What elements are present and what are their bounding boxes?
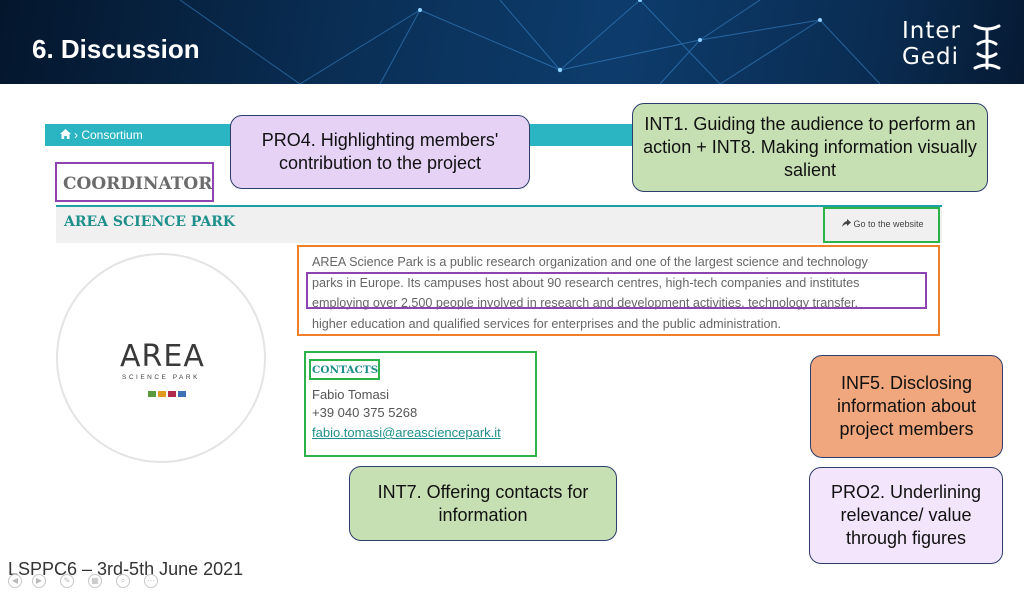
breadcrumb-separator: ›	[74, 128, 78, 142]
previous-slide-icon[interactable]: ◀	[8, 574, 22, 588]
org-divider	[56, 205, 942, 207]
area-science-park-logo: AREA SCIENCE PARK	[120, 339, 224, 397]
callout-pro4: PRO4. Highlighting members' contribution…	[230, 115, 530, 189]
presentation-controls[interactable]: ◀ ▶ ✎ ▦ ⌕ ⋯	[8, 572, 178, 592]
logo-square-green	[148, 391, 156, 397]
coordinator-highlight	[55, 162, 214, 202]
callout-int1: INT1. Guiding the audience to perform an…	[632, 103, 988, 192]
network-background	[179, 0, 881, 84]
description-line: employing over 2.500 people involved in …	[312, 296, 859, 311]
contacts-highlight	[304, 351, 537, 457]
breadcrumb[interactable]: › Consortium	[60, 128, 143, 142]
pen-icon[interactable]: ✎	[60, 574, 74, 588]
intergedi-glyph-icon	[973, 24, 1001, 70]
website-button-highlight	[823, 207, 940, 243]
logo-square-red	[168, 391, 176, 397]
contact-name: Fabio Tomasi	[312, 387, 390, 402]
share-arrow-icon	[842, 219, 851, 227]
logo-circle	[56, 253, 266, 463]
zoom-icon[interactable]: ⌕	[116, 574, 130, 588]
callout-pro2: PRO2. Underlining relevance/ value throu…	[809, 467, 1003, 564]
go-to-website-label[interactable]: Go to the website	[853, 219, 924, 229]
go-to-website-link[interactable]: Go to the website	[842, 219, 924, 229]
logo-line2: Gedi	[902, 44, 959, 70]
contact-email-link[interactable]: fabio.tomasi@areasciencepark.it	[312, 425, 501, 440]
description-line: AREA Science Park is a public research o…	[312, 255, 868, 269]
breadcrumb-label[interactable]: Consortium	[81, 128, 143, 142]
description-line: parks in Europe. Its campuses host about…	[312, 275, 860, 290]
contact-phone: +39 040 375 5268	[312, 405, 418, 420]
intergedi-logo: Inter Gedi	[898, 18, 1008, 72]
slide-title: 6. Discussion	[32, 34, 200, 64]
org-description: AREA Science Park is a public research o…	[312, 252, 937, 334]
figures-highlight	[306, 272, 927, 309]
home-icon[interactable]	[60, 128, 71, 142]
org-header-bar	[56, 207, 942, 243]
callout-inf5: INF5. Disclosing information about proje…	[810, 355, 1003, 458]
contacts-heading-highlight	[309, 359, 380, 380]
org-name: AREA SCIENCE PARK	[64, 214, 236, 230]
logo-line1: Inter	[902, 18, 961, 44]
description-line: higher education and qualified services …	[312, 316, 782, 331]
logo-square-yellow	[158, 391, 166, 397]
logo-square-blue	[178, 391, 186, 397]
description-highlight	[297, 245, 940, 336]
next-slide-icon[interactable]: ▶	[32, 574, 46, 588]
area-logo-word: AREA	[120, 339, 205, 374]
more-options-icon[interactable]: ⋯	[144, 574, 158, 588]
title-banner: 6. Discussion Inter Gedi	[0, 0, 1024, 84]
callout-int7: INT7. Offering contacts for information	[349, 466, 617, 541]
section-heading: COORDINATOR	[63, 174, 213, 194]
area-logo-subtitle: SCIENCE PARK	[122, 374, 200, 381]
contacts-heading: CONTACTS	[312, 364, 379, 376]
slides-grid-icon[interactable]: ▦	[88, 574, 102, 588]
